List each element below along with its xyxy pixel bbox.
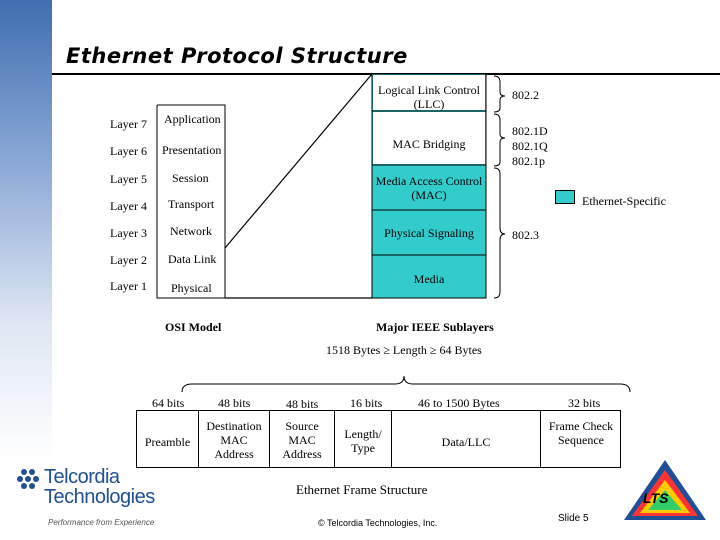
left-gradient-bar bbox=[0, 0, 52, 540]
std-802-3: 802.3 bbox=[512, 228, 539, 242]
frame-bits-dest: 48 bits bbox=[218, 396, 251, 410]
frame-field-data: Data/LLC bbox=[391, 410, 541, 468]
osi-layer-5-label: Layer 5 bbox=[110, 172, 147, 186]
osi-layer-6-label: Layer 6 bbox=[110, 144, 147, 158]
frame-bits-data: 46 to 1500 Bytes bbox=[418, 396, 500, 410]
frame-length-rule: 1518 Bytes ≥ Length ≥ 64 Bytes bbox=[326, 343, 482, 357]
logo-line-2: Technologies bbox=[44, 486, 155, 508]
frame-bits-preamble: 64 bits bbox=[152, 396, 185, 410]
connector-upper bbox=[224, 73, 373, 249]
osi-caption: OSI Model bbox=[165, 320, 222, 334]
frame-bits-fcs: 32 bits bbox=[568, 396, 601, 410]
ieee-media: Media bbox=[413, 272, 445, 286]
frame-field-source: Source MAC Address bbox=[269, 410, 335, 468]
osi-layer-5-name: Session bbox=[172, 171, 209, 185]
osi-layer-1-label: Layer 1 bbox=[110, 279, 147, 293]
osi-layer-3-name: Network bbox=[170, 224, 212, 238]
osi-layer-2-name: Data Link bbox=[168, 252, 217, 266]
osi-layer-3-label: Layer 3 bbox=[110, 226, 147, 240]
frame-field-preamble-label: Preamble bbox=[144, 435, 191, 449]
slide-title: Ethernet Protocol Structure bbox=[66, 44, 408, 68]
osi-layer-2-label: Layer 2 bbox=[110, 253, 147, 267]
logo-line-1: Telcordia bbox=[44, 466, 120, 488]
frame-length-brace bbox=[181, 375, 631, 393]
ieee-llc: Logical Link Control (LLC) bbox=[378, 83, 480, 111]
osi-layer-4-label: Layer 4 bbox=[110, 199, 147, 213]
brace-8021 bbox=[493, 113, 506, 167]
osi-layer-7-name: Application bbox=[164, 112, 221, 126]
osi-layer-4-name: Transport bbox=[168, 197, 215, 211]
logo-tagline: Performance from Experience bbox=[48, 518, 155, 527]
frame-caption: Ethernet Frame Structure bbox=[296, 482, 428, 497]
legend-swatch bbox=[555, 190, 575, 204]
legend-label: Ethernet-Specific bbox=[582, 194, 666, 208]
frame-bits-length: 16 bits bbox=[350, 396, 383, 410]
brace-8022 bbox=[493, 75, 506, 113]
frame-field-source-label: Source MAC Address bbox=[282, 419, 322, 461]
frame-field-data-label: Data/LLC bbox=[441, 435, 491, 449]
frame-field-destination: Destination MAC Address bbox=[198, 410, 270, 468]
ieee-mac-bridging: MAC Bridging bbox=[392, 137, 466, 151]
osi-layer-6-name: Presentation bbox=[162, 143, 222, 157]
frame-field-destination-label: Destination MAC Address bbox=[206, 419, 262, 461]
ieee-mac: Media Access Control (MAC) bbox=[375, 174, 483, 202]
lts-badge-label: LTS bbox=[643, 490, 669, 506]
frame-field-fcs-label: Frame Check Sequence bbox=[548, 419, 614, 447]
brace-8023 bbox=[493, 167, 506, 299]
ieee-physical-signaling: Physical Signaling bbox=[384, 226, 474, 240]
footer-copyright: © Telcordia Technologies, Inc. bbox=[318, 518, 438, 528]
frame-field-fcs: Frame Check Sequence bbox=[540, 410, 621, 468]
osi-layer-1-name: Physical bbox=[171, 281, 212, 295]
std-802-1: 802.1D 802.1Q 802.1p bbox=[512, 124, 548, 168]
footer-slide-number: Slide 5 bbox=[558, 513, 589, 524]
frame-field-length-type: Length/ Type bbox=[334, 410, 392, 468]
frame-bits-source: 48 bits bbox=[286, 397, 319, 411]
osi-layer-7-label: Layer 7 bbox=[110, 117, 147, 131]
telcordia-logo-icon bbox=[17, 469, 39, 489]
lts-badge-triangle-icon bbox=[624, 460, 706, 520]
ieee-caption: Major IEEE Sublayers bbox=[376, 320, 494, 334]
std-802-2: 802.2 bbox=[512, 88, 539, 102]
frame-field-preamble: Preamble bbox=[136, 410, 199, 468]
frame-field-length-type-label: Length/ Type bbox=[344, 427, 382, 455]
